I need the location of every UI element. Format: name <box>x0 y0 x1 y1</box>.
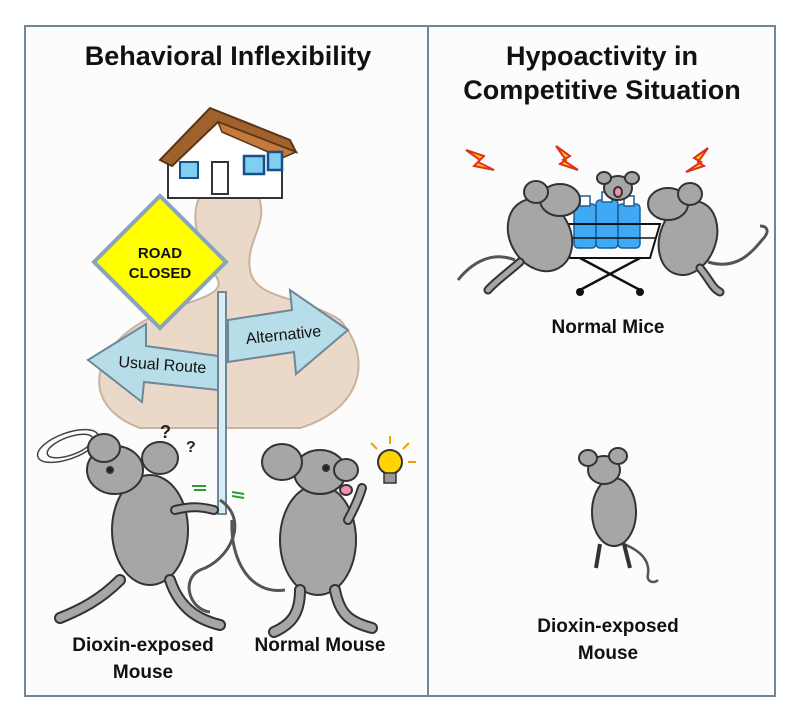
left-competing-mouse-icon <box>456 180 581 295</box>
right-panel-title-line2: Competitive Situation <box>463 75 741 105</box>
normal-mouse-caption: Normal Mouse <box>254 635 386 656</box>
dioxin-mouse-right-caption-line1: Dioxin-exposed <box>537 616 679 637</box>
road-sign-line2: CLOSED <box>129 265 192 282</box>
dioxin-mouse-caption-line1: Dioxin-exposed <box>72 635 214 656</box>
usual-route-arrow: Usual Route <box>86 322 219 404</box>
panel-divider <box>427 25 429 697</box>
light-bulb-icon <box>370 436 416 484</box>
lightning-icon <box>465 145 709 173</box>
grip-marks <box>192 485 245 499</box>
timid-mouse-icon <box>578 447 659 584</box>
right-competing-mouse-icon <box>647 182 769 297</box>
shopping-cart-icon <box>558 191 662 296</box>
normal-mouse-idea-icon <box>230 443 378 638</box>
center-mouse-icon <box>596 171 640 201</box>
house-icon <box>158 106 299 199</box>
question-mark-2: ? <box>186 439 196 456</box>
normal-mice-caption: Normal Mice <box>551 317 665 338</box>
signpost-pole <box>217 291 227 515</box>
road-closed-sign: ROAD CLOSED <box>91 193 229 331</box>
road-sign-line1: ROAD <box>138 245 182 262</box>
usual-route-label: Usual Route <box>118 354 207 377</box>
dioxin-mouse-right-caption-line2: Mouse <box>577 643 639 664</box>
question-mark-1: ? <box>160 422 171 442</box>
left-panel-title: Behavioral Inflexibility <box>84 41 372 71</box>
dioxin-mouse-caption-line2: Mouse <box>112 662 174 683</box>
alternative-arrow: Alternative <box>227 287 350 377</box>
dioxin-mouse-confused-icon <box>54 433 237 631</box>
right-panel-title-line1: Hypoactivity in <box>505 41 699 71</box>
